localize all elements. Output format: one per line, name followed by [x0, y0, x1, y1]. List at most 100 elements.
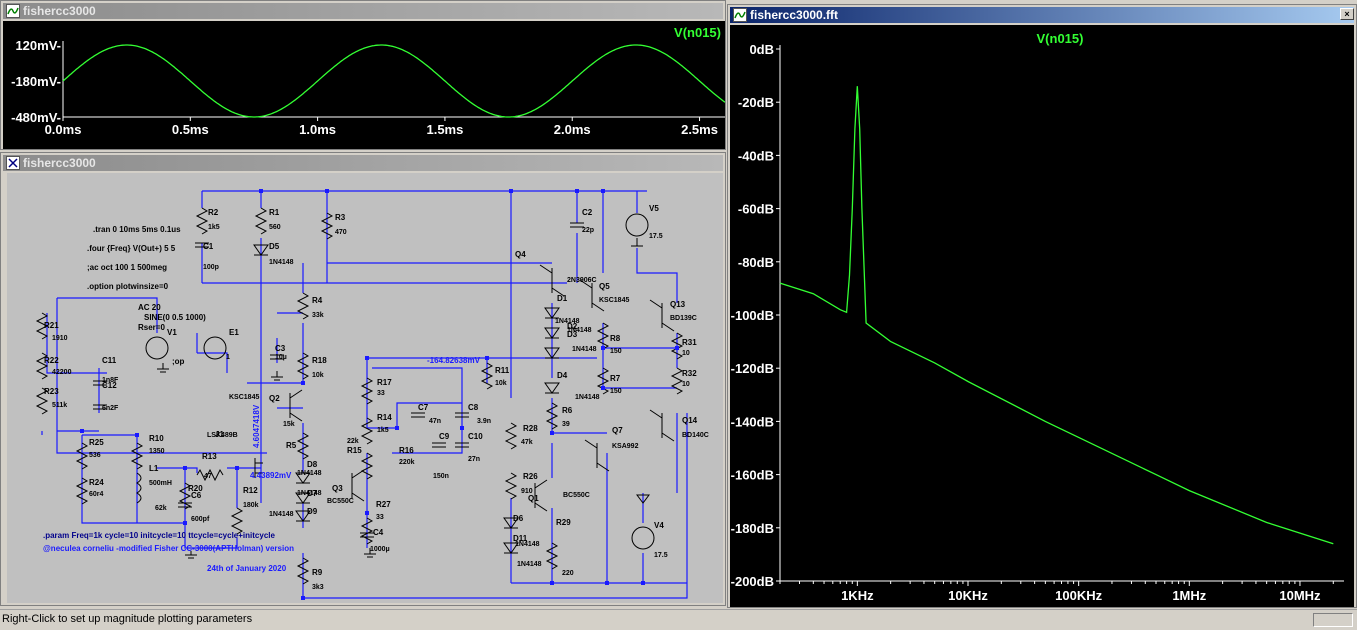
component-ref: R25: [89, 438, 104, 447]
fft-chart[interactable]: 0dB-20dB-40dB-60dB-80dB-100dB-120dB-140d…: [730, 25, 1354, 607]
spice-directive: ;ac oct 100 1 500meg: [87, 263, 167, 272]
fft-window-title: fishercc3000.fft: [750, 8, 839, 22]
component-value: 500mH: [149, 480, 172, 487]
component-value: 1350: [149, 448, 165, 455]
fft-x-tick-label: 10KHz: [948, 588, 988, 603]
date-comment: 24th of January 2020: [207, 564, 287, 573]
component-ref: Q1: [528, 494, 539, 503]
component-ref: C7: [418, 403, 429, 412]
component-ref: R31: [682, 338, 697, 347]
transient-marks: [62, 44, 726, 118]
fft-y-tick-label: -140dB: [731, 414, 774, 429]
component-ref: C11: [102, 356, 117, 365]
component-ref: R11: [495, 366, 510, 375]
component-ref: R15: [347, 446, 362, 455]
component-ref: Q7: [612, 426, 623, 435]
fft-x-tick-label: 10MHz: [1279, 588, 1321, 603]
component-ref: R29: [556, 518, 571, 527]
component-ref: C4: [373, 528, 384, 537]
spice-directive: .option plotwinsize=0: [87, 282, 169, 291]
component-value: 33k: [312, 312, 324, 319]
schematic-drawing[interactable]: .tran 0 10ms 5ms 0.1us.four {Freq} V(Out…: [7, 173, 723, 603]
fft-y-tick-label: -100dB: [731, 308, 774, 323]
component-value: 1N4148: [297, 490, 322, 497]
component-ref: R7: [610, 374, 621, 383]
component-ref: R24: [89, 478, 104, 487]
component-value: BC550C: [563, 492, 590, 499]
component-value: 1N4148: [575, 394, 600, 401]
transient-y-tick-label: 120mV-: [15, 38, 61, 53]
fft-plot-area[interactable]: 0dB-20dB-40dB-60dB-80dB-100dB-120dB-140d…: [730, 25, 1354, 607]
schematic-window-titlebar[interactable]: fishercc3000: [3, 155, 723, 171]
waveform-window-icon: [733, 8, 747, 22]
component-ref: R3: [335, 213, 346, 222]
voltage-annotation: 4.43892mV: [250, 471, 292, 480]
component-ref: R26: [523, 472, 538, 481]
param-directive: .param Freq=1k cycle=10 initcycle=10 ttc…: [43, 531, 275, 540]
component-ref: R28: [523, 424, 538, 433]
schematic-wires: [41, 190, 688, 599]
schematic-window-title: fishercc3000: [23, 156, 96, 170]
schematic-window-icon: [6, 156, 20, 170]
status-bar: Right-Click to set up magnitude plotting…: [0, 609, 1357, 630]
fft-axes: 0dB-20dB-40dB-60dB-80dB-100dB-120dB-140d…: [731, 42, 1344, 603]
component-ref: R6: [562, 406, 573, 415]
component-value: 3.9n: [477, 418, 491, 425]
component-ref: C8: [468, 403, 479, 412]
transient-x-tick-label: 0.0ms: [45, 122, 82, 137]
schematic-junctions: [80, 189, 679, 600]
transient-window-titlebar[interactable]: fishercc3000: [3, 3, 723, 19]
component-ref: R9: [312, 568, 323, 577]
source-label: AC 20: [138, 303, 161, 312]
component-value: 1k5: [208, 224, 220, 231]
schematic-canvas[interactable]: .tran 0 10ms 5ms 0.1us.four {Freq} V(Out…: [7, 173, 723, 603]
component-value: 60r4: [89, 491, 104, 498]
component-ref: D4: [557, 371, 568, 380]
fft-y-tick-label: -40dB: [738, 148, 774, 163]
fft-close-button[interactable]: ×: [1340, 8, 1354, 20]
fft-y-tick-label: -160dB: [731, 468, 774, 483]
component-value: 27n: [468, 456, 480, 463]
component-value: 470: [335, 229, 347, 236]
component-ref: C6: [191, 491, 202, 500]
component-ref: V1: [167, 328, 177, 337]
component-value: 17.5: [654, 552, 668, 559]
component-value: 22k: [347, 438, 359, 445]
component-ref: R16: [399, 446, 414, 455]
schematic-components: [35, 207, 684, 585]
component-value: 600pf: [191, 516, 210, 523]
component-value: 560: [269, 224, 281, 231]
component-value: 39: [562, 421, 570, 428]
component-value: 1N4148: [555, 318, 580, 325]
transient-x-tick-label: 1.5ms: [426, 122, 463, 137]
component-value: 1N4148: [269, 259, 294, 266]
transient-x-tick-label: 0.5ms: [172, 122, 209, 137]
fft-trace-label[interactable]: V(n015): [1037, 31, 1084, 46]
status-panel: [1313, 613, 1353, 627]
component-value: 1N4148: [517, 561, 542, 568]
fft-marks: [779, 86, 1334, 545]
fft-window-titlebar[interactable]: fishercc3000.fft: [730, 7, 1354, 23]
component-ref: C9: [439, 432, 450, 441]
component-value: 1N4148: [297, 470, 322, 477]
component-value: 150: [610, 348, 622, 355]
component-value: 10: [682, 350, 690, 357]
component-value: 42200: [52, 369, 72, 376]
component-ref: R12: [243, 486, 258, 495]
component-ref: L1: [149, 464, 159, 473]
schematic-window[interactable]: fishercc3000: [0, 152, 726, 606]
component-value: 910: [521, 488, 533, 495]
transient-trace-label[interactable]: V(n015): [674, 25, 721, 40]
component-value: 1: [226, 354, 230, 361]
fft-plot-window[interactable]: fishercc3000.fft × 0dB-20dB-40dB-60dB-80…: [727, 4, 1357, 608]
component-ref: C2: [582, 208, 593, 217]
transient-y-tick-label: -180mV-: [11, 74, 61, 89]
component-ref: R10: [149, 434, 164, 443]
component-value: 10µ: [275, 354, 287, 361]
component-value: 536: [89, 452, 101, 459]
component-value: 1N4148: [572, 346, 597, 353]
schematic-labels: .tran 0 10ms 5ms 0.1us.four {Freq} V(Out…: [43, 204, 709, 591]
